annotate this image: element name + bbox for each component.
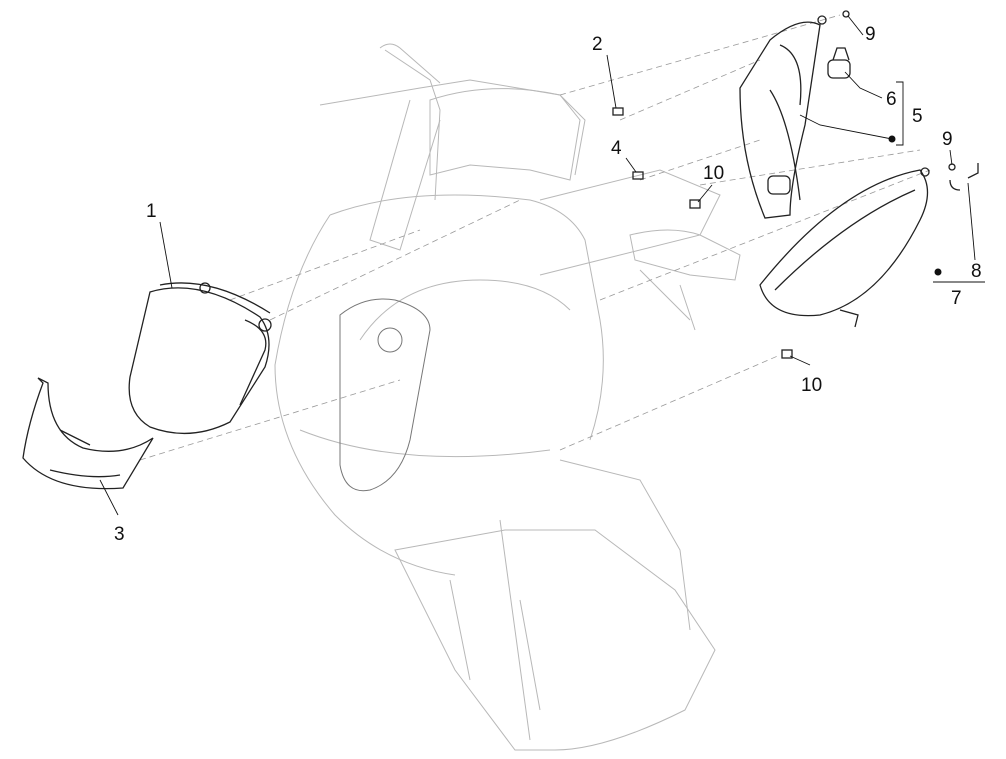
assembly-lines [139,14,931,461]
callout-9a: 9 [865,24,876,45]
bulb-6 [827,47,851,79]
turn-signal-upper [739,15,827,219]
callout-1: 1 [146,201,157,222]
callout-8: 8 [971,261,982,282]
leader-lines [99,15,985,516]
callout-5: 5 [912,106,923,127]
turn-signal-lower [759,167,930,328]
callout-10a: 10 [703,163,724,184]
callout-2: 2 [592,34,603,55]
callout-10b: 10 [801,375,822,396]
front-grille [339,298,431,492]
headlight-lower-cover [22,377,154,490]
scooter-body-outline [274,43,741,751]
callout-3: 3 [114,524,125,545]
headlight-assembly [128,282,272,435]
fasteners [612,10,956,359]
bulb-8 [767,163,979,195]
callouts: 1 2 3 4 5 6 7 8 9 9 10 10 [114,24,982,545]
callout-7: 7 [951,288,962,309]
callout-9b: 9 [942,129,953,150]
callout-4: 4 [611,138,622,159]
callout-6: 6 [886,89,897,110]
